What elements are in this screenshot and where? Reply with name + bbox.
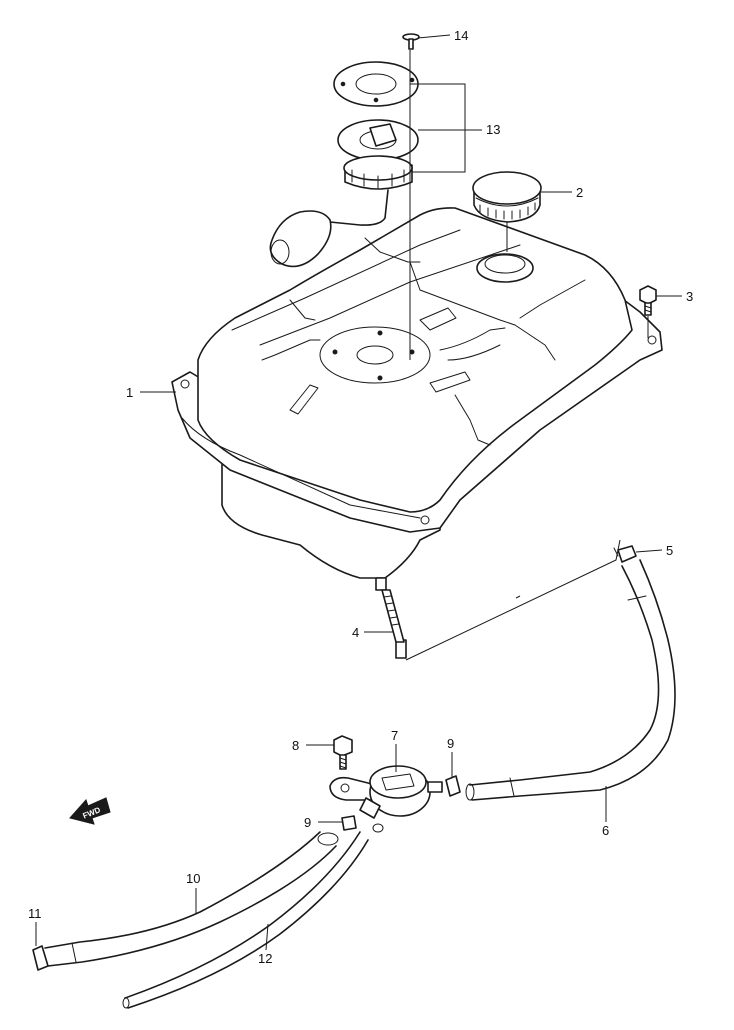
callout-7: 7 <box>391 728 398 743</box>
callout-6: 6 <box>602 823 609 838</box>
callout-11: 11 <box>28 906 42 921</box>
callout-2: 2 <box>576 185 583 200</box>
callout-9-right: 9 <box>447 736 454 751</box>
callout-14: 14 <box>454 28 468 43</box>
vacuum-hose-12 <box>122 831 369 1009</box>
fuel-hose-10 <box>44 831 339 967</box>
hose-clamp-9-right <box>445 775 461 797</box>
callout-12: 12 <box>258 951 272 966</box>
callout-1: 1 <box>126 385 133 400</box>
hose-clamp-11 <box>32 945 49 971</box>
callout-labels: 14 13 2 3 1 5 4 8 7 9 9 6 10 11 12 <box>28 28 693 966</box>
hose-clamp-5 <box>613 545 637 563</box>
fuel-gauge-unit <box>269 61 419 268</box>
screw <box>402 33 420 50</box>
fuel-hose-6 <box>465 559 676 801</box>
callout-5: 5 <box>666 543 673 558</box>
callout-10: 10 <box>186 871 200 886</box>
forward-direction-arrow: FWD <box>69 797 111 825</box>
callout-4: 4 <box>352 625 359 640</box>
callout-8: 8 <box>292 738 299 753</box>
fuel-tank <box>171 207 663 591</box>
bolt <box>639 285 657 316</box>
leader-lines <box>35 34 682 951</box>
callout-3: 3 <box>686 289 693 304</box>
callout-13: 13 <box>486 122 500 137</box>
hose-fitting <box>381 589 407 659</box>
hose-clamp-9-left <box>341 815 357 831</box>
fuel-cap <box>472 171 542 223</box>
callout-9-left: 9 <box>304 815 311 830</box>
fuel-valve <box>329 765 443 833</box>
bolt-8 <box>333 735 353 770</box>
